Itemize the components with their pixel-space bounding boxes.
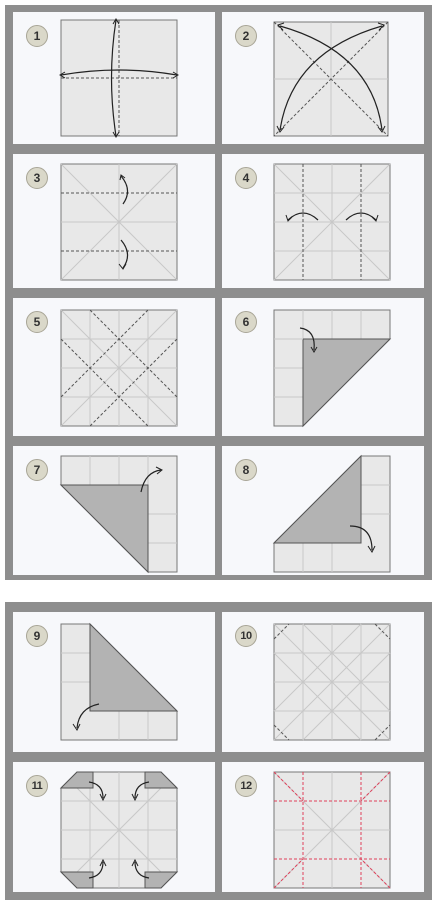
step-7-diagram	[13, 446, 215, 575]
step-12-panel: 12	[222, 762, 424, 892]
step-6-diagram	[222, 298, 424, 436]
step-3-diagram	[13, 154, 215, 288]
step-2-diagram	[222, 12, 424, 144]
step-10-diagram	[222, 612, 424, 752]
step-7-panel: 7	[13, 446, 215, 575]
step-11-diagram	[13, 762, 215, 892]
step-9-diagram	[13, 612, 215, 752]
step-2-panel: 2	[222, 12, 424, 144]
step-12-diagram	[222, 762, 424, 892]
step-6-panel: 6	[222, 298, 424, 436]
step-8-diagram	[222, 446, 424, 575]
step-5-panel: 5	[13, 298, 215, 436]
step-1-panel: 1	[13, 12, 215, 144]
step-10-panel: 10	[222, 612, 424, 752]
step-4-diagram	[222, 154, 424, 288]
step-3-panel: 3	[13, 154, 215, 288]
step-4-panel: 4	[222, 154, 424, 288]
step-11-panel: 11	[13, 762, 215, 892]
step-9-panel: 9	[13, 612, 215, 752]
step-5-diagram	[13, 298, 215, 436]
step-8-panel: 8	[222, 446, 424, 575]
step-1-diagram	[13, 12, 215, 144]
